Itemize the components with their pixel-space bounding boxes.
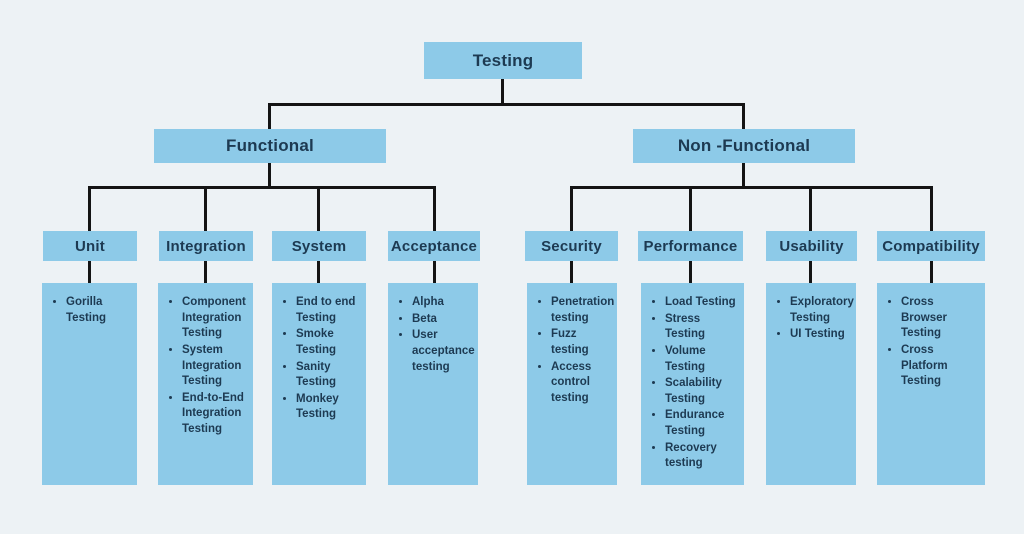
content-acceptance: Alpha Beta User acceptance testing xyxy=(388,283,478,485)
connector-non-functional-drop xyxy=(742,163,745,188)
list-item: Alpha xyxy=(412,295,475,311)
content-unit: Gorilla Testing xyxy=(42,283,137,485)
list-item: End-to-End Integration Testing xyxy=(182,391,250,438)
node-security: Security xyxy=(525,231,618,261)
content-usability: Exploratory Testing UI Testing xyxy=(766,283,856,485)
list-item: Volume Testing xyxy=(665,344,741,375)
list-item: User acceptance testing xyxy=(412,328,475,375)
list-item: Access control testing xyxy=(551,360,614,407)
connector-functional-top xyxy=(268,103,271,129)
connector-functional-drop xyxy=(268,163,271,188)
connector-system-content xyxy=(317,259,320,283)
list-item: End to end Testing xyxy=(296,295,363,326)
system-item-list: End to end Testing Smoke Testing Sanity … xyxy=(272,283,366,423)
list-item: Recovery testing xyxy=(665,441,741,472)
integration-item-list: Component Integration Testing System Int… xyxy=(158,283,253,438)
connector-root-horizontal xyxy=(268,103,745,106)
list-item: Cross Platform Testing xyxy=(901,343,982,390)
connector-integration-content xyxy=(204,259,207,283)
node-acceptance: Acceptance xyxy=(388,231,480,261)
node-functional: Functional xyxy=(154,129,386,163)
connector-non-functional-top xyxy=(742,103,745,129)
compatibility-item-list: Cross Browser Testing Cross Platform Tes… xyxy=(877,283,985,390)
connector-root-drop xyxy=(501,79,504,106)
connector-functional-horizontal xyxy=(88,186,436,189)
connector-integration-top xyxy=(204,186,207,231)
connector-compatibility-content xyxy=(930,259,933,283)
list-item: Sanity Testing xyxy=(296,360,363,391)
connector-acceptance-top xyxy=(433,186,436,231)
list-item: Load Testing xyxy=(665,295,741,311)
list-item: System Integration Testing xyxy=(182,343,250,390)
connector-unit-content xyxy=(88,259,91,283)
connector-usability-top xyxy=(809,186,812,231)
list-item: UI Testing xyxy=(790,327,853,343)
connector-security-content xyxy=(570,259,573,283)
node-integration: Integration xyxy=(159,231,253,261)
content-compatibility: Cross Browser Testing Cross Platform Tes… xyxy=(877,283,985,485)
list-item: Cross Browser Testing xyxy=(901,295,982,342)
connector-performance-content xyxy=(689,259,692,283)
node-compatibility: Compatibility xyxy=(877,231,985,261)
unit-item-list: Gorilla Testing xyxy=(42,283,137,326)
list-item: Scalability Testing xyxy=(665,376,741,407)
content-performance: Load Testing Stress Testing Volume Testi… xyxy=(641,283,744,485)
connector-non-functional-horizontal xyxy=(570,186,933,189)
node-system: System xyxy=(272,231,366,261)
node-performance: Performance xyxy=(638,231,743,261)
node-unit: Unit xyxy=(43,231,137,261)
list-item: Penetration testing xyxy=(551,295,614,326)
list-item: Exploratory Testing xyxy=(790,295,854,326)
content-integration: Component Integration Testing System Int… xyxy=(158,283,253,485)
node-usability: Usability xyxy=(766,231,857,261)
connector-performance-top xyxy=(689,186,692,231)
content-security: Penetration testing Fuzz testing Access … xyxy=(527,283,617,485)
security-item-list: Penetration testing Fuzz testing Access … xyxy=(527,283,617,406)
list-item: Fuzz testing xyxy=(551,327,614,358)
list-item: Gorilla Testing xyxy=(66,295,134,326)
connector-compatibility-top xyxy=(930,186,933,231)
connector-system-top xyxy=(317,186,320,231)
acceptance-item-list: Alpha Beta User acceptance testing xyxy=(388,283,478,375)
list-item: Beta xyxy=(412,312,475,328)
list-item: Stress Testing xyxy=(665,312,741,343)
connector-unit-top xyxy=(88,186,91,231)
list-item: Endurance Testing xyxy=(665,408,741,439)
node-testing: Testing xyxy=(424,42,582,79)
list-item: Smoke Testing xyxy=(296,327,363,358)
connector-security-top xyxy=(570,186,573,231)
performance-item-list: Load Testing Stress Testing Volume Testi… xyxy=(641,283,744,472)
list-item: Component Integration Testing xyxy=(182,295,250,342)
content-system: End to end Testing Smoke Testing Sanity … xyxy=(272,283,366,485)
node-non-functional: Non -Functional xyxy=(633,129,855,163)
connector-usability-content xyxy=(809,259,812,283)
connector-acceptance-content xyxy=(433,259,436,283)
usability-item-list: Exploratory Testing UI Testing xyxy=(766,283,856,343)
list-item: Monkey Testing xyxy=(296,392,363,423)
